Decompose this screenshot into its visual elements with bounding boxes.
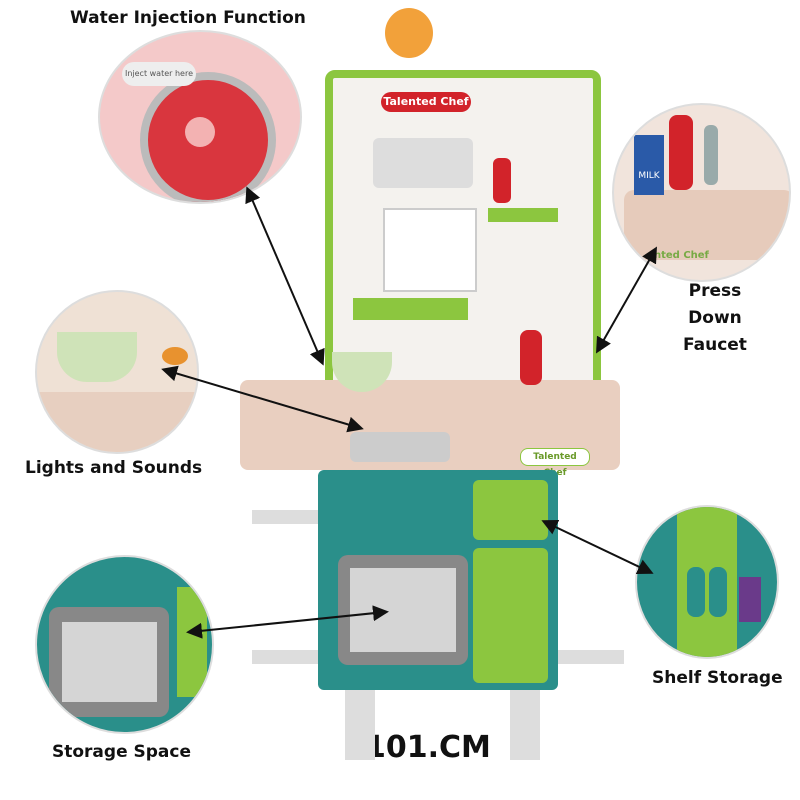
faucet-label-line: Press: [688, 281, 742, 301]
brand-sign: Talented Chef: [381, 92, 471, 112]
arrow-water: [245, 186, 325, 366]
storage-space-inset: [35, 555, 214, 734]
kitchen-cabinet: [318, 470, 558, 690]
storage-space-label: Storage Space: [52, 742, 192, 762]
press-down-faucet-label: Press Down Faucet: [683, 278, 747, 359]
leg-left: [345, 690, 375, 760]
milk-carton: MILK: [634, 135, 664, 195]
side-shelf-left-lower: [252, 650, 318, 664]
arrow-lights: [161, 365, 364, 433]
timer-toy: [385, 8, 433, 58]
faucet-label-line: Down: [688, 308, 742, 328]
inject-water-bubble: Inject water here: [122, 62, 196, 86]
arrow-shelf: [541, 519, 654, 575]
faucet-label-line: Faucet: [683, 335, 747, 355]
side-shelf-left: [252, 510, 318, 524]
water-injection-label: Water Injection Function: [70, 8, 306, 28]
sink-sign: nted Chef: [654, 250, 709, 261]
lights-sounds-label: Lights and Sounds: [25, 458, 203, 478]
ketchup-bottle: [520, 330, 542, 385]
height-label: 101.CM: [365, 730, 491, 765]
arrow-faucet: [596, 246, 657, 354]
shelf-storage-inset: [635, 505, 779, 659]
side-shelf-right: [558, 650, 624, 664]
leg-right: [510, 690, 540, 760]
arrow-storage: [186, 605, 389, 639]
shelf-storage-label: Shelf Storage: [652, 668, 783, 688]
water-injection-inset: Inject water here: [98, 30, 302, 204]
kitchen-upper-panel: Talented Chef: [325, 70, 601, 396]
